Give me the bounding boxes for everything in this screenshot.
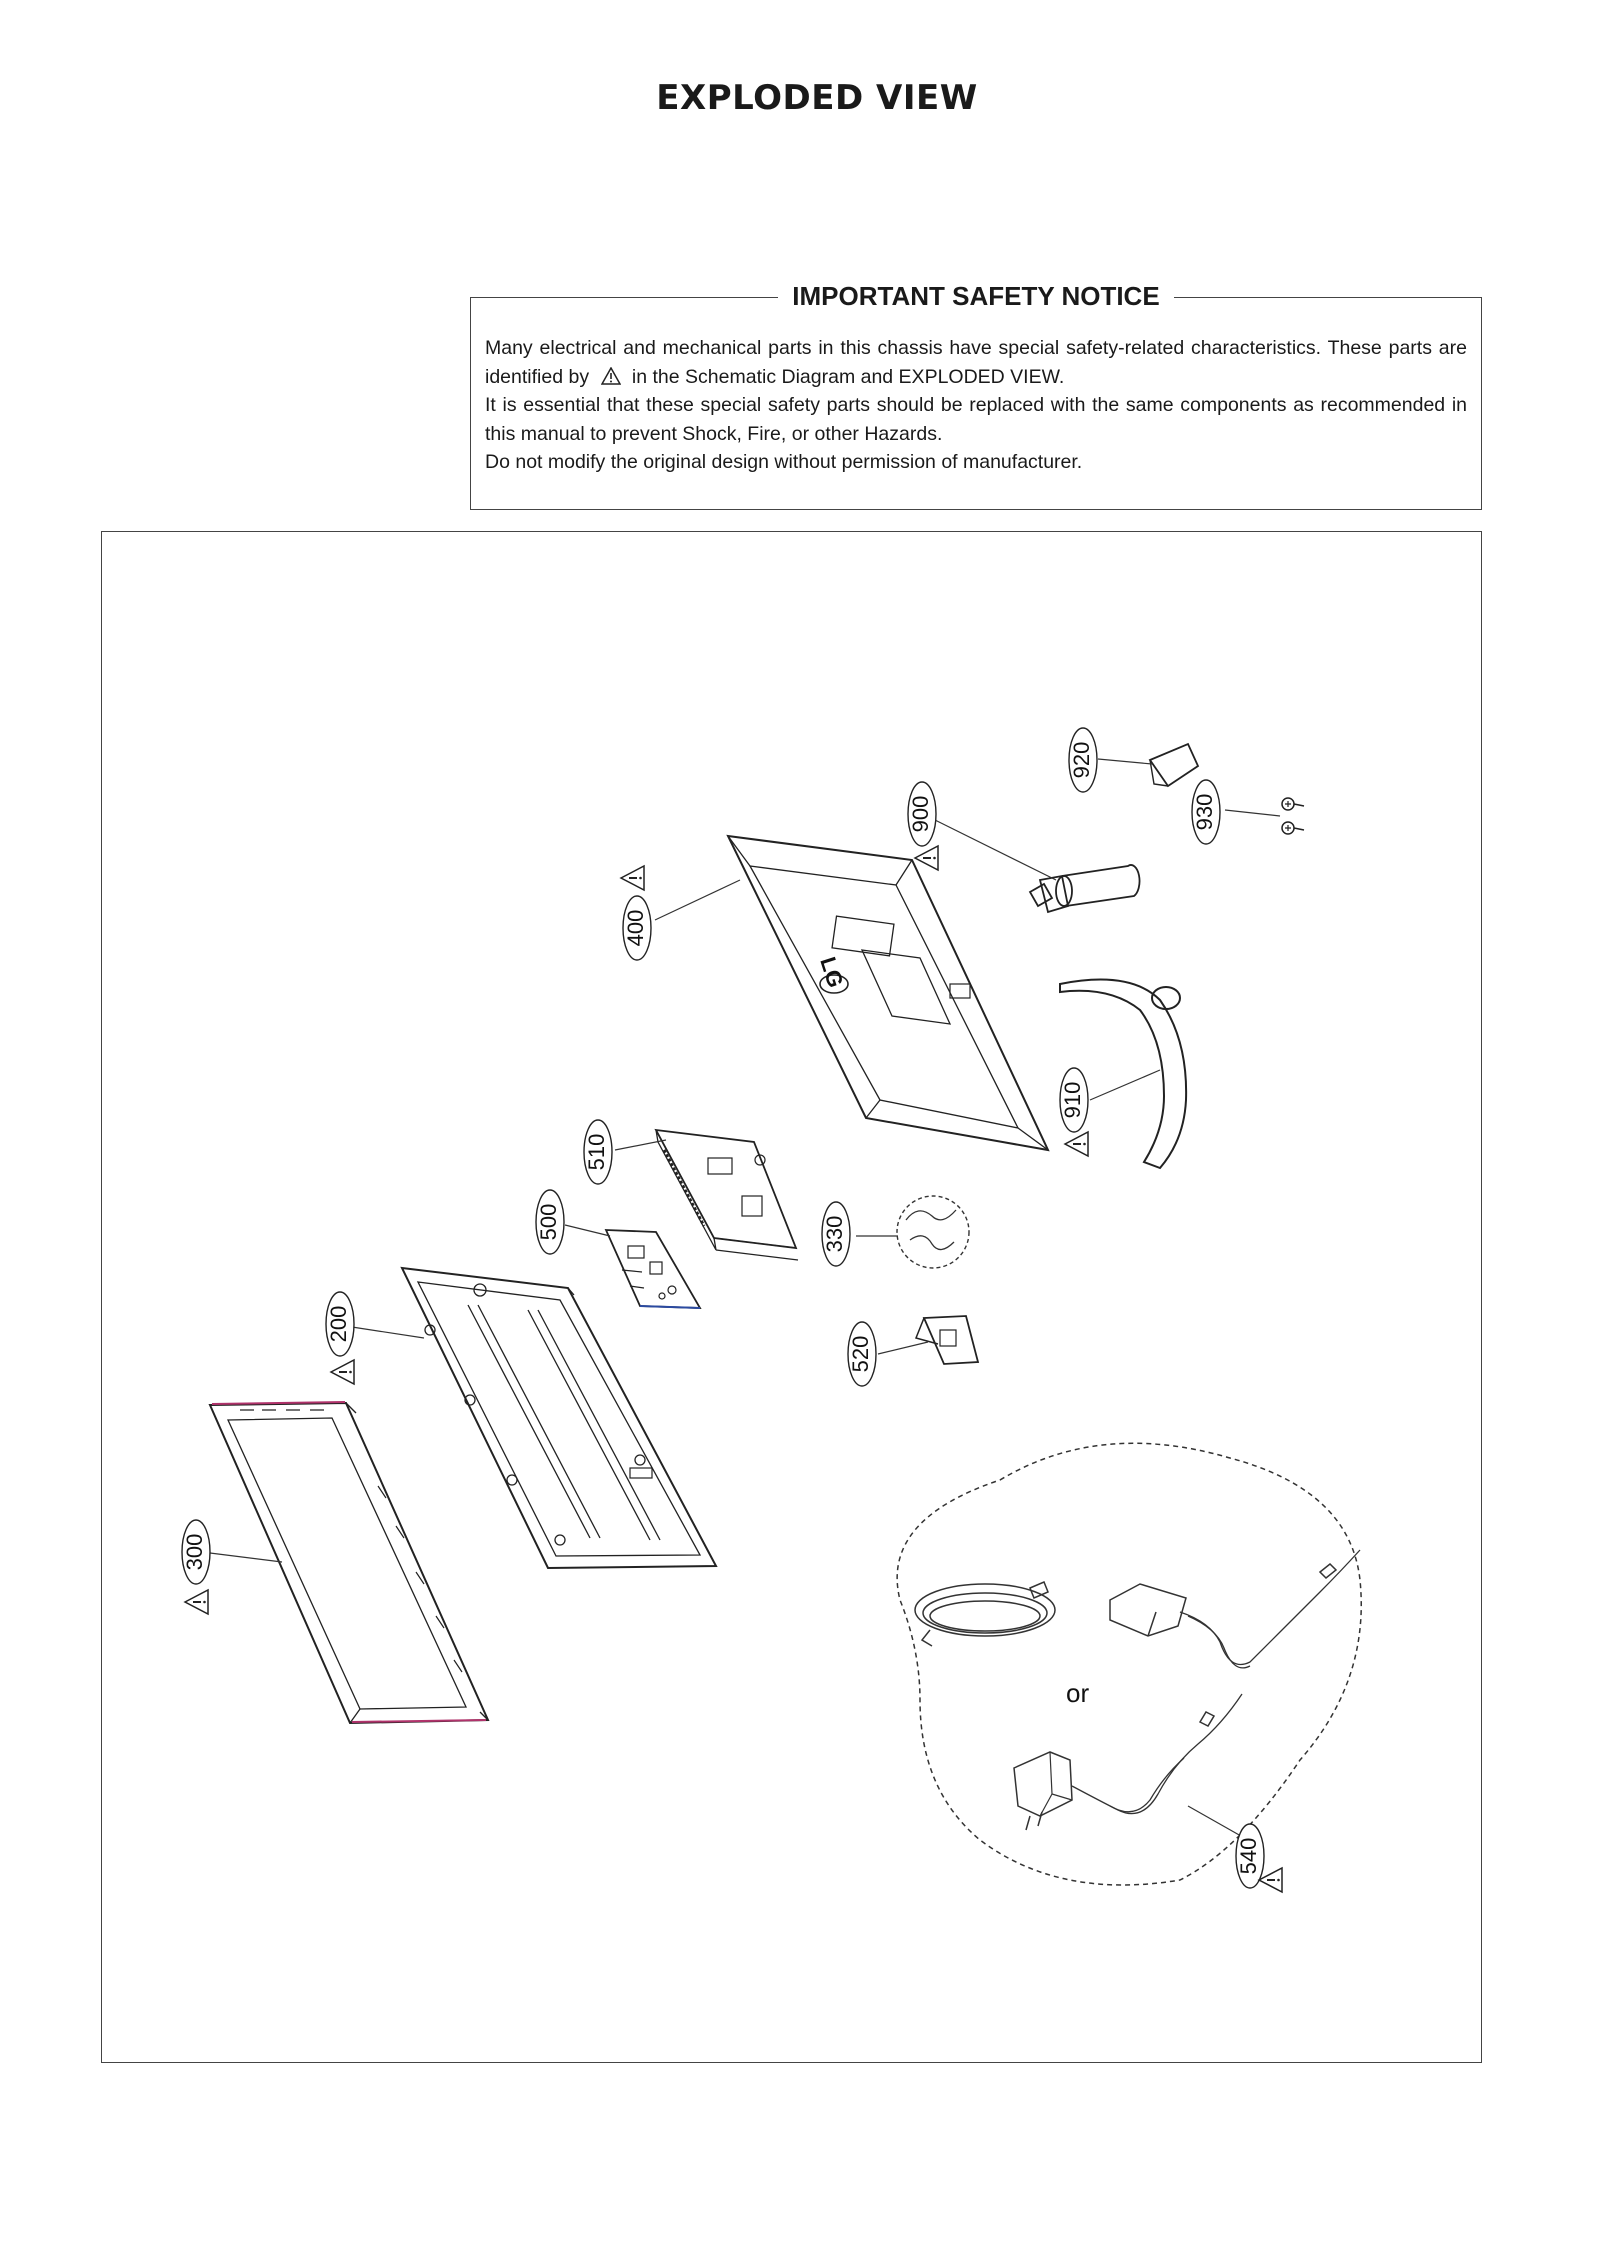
callout-400: 400 <box>622 895 652 961</box>
small-pcb-part <box>604 1229 702 1309</box>
svg-text:400: 400 <box>623 910 648 947</box>
warning-triangle-icon <box>330 1359 355 1385</box>
notice-line-1b: in the Schematic Diagram and EXPLODED VI… <box>631 365 1065 388</box>
warning-triangle-icon <box>1064 1131 1089 1157</box>
callout-930: 930 <box>1191 779 1221 845</box>
hinge-cover-part <box>1148 742 1200 788</box>
notice-line-2: It is essential that these special safet… <box>485 394 1467 445</box>
front-cabinet-part <box>208 1401 490 1725</box>
callout-520: 520 <box>847 1321 877 1387</box>
safety-notice-body: Many electrical and mechanical parts in … <box>485 334 1467 477</box>
notice-line-1: Many electrical and mechanical parts in … <box>485 337 1467 388</box>
leader-lines <box>209 758 1281 1841</box>
callout-330: 330 <box>821 1201 851 1267</box>
svg-text:900: 900 <box>908 796 933 833</box>
warning-triangle-icon <box>600 366 621 385</box>
screws-part <box>1281 797 1305 835</box>
warning-triangle-icon <box>620 865 645 891</box>
svg-text:300: 300 <box>182 1534 207 1571</box>
callout-510: 510 <box>583 1119 613 1185</box>
callout-910: 910 <box>1059 1067 1089 1133</box>
warning-triangle-icon <box>184 1589 209 1615</box>
or-label: or <box>1066 1678 1089 1708</box>
svg-text:540: 540 <box>1236 1838 1261 1875</box>
module-plate-part <box>400 1266 718 1570</box>
callout-920: 920 <box>1068 727 1098 793</box>
callout-500: 500 <box>535 1189 565 1255</box>
svg-text:520: 520 <box>848 1336 873 1373</box>
svg-text:330: 330 <box>822 1216 847 1253</box>
callout-900: 900 <box>907 781 937 847</box>
svg-text:920: 920 <box>1069 742 1094 779</box>
svg-text:500: 500 <box>536 1204 561 1241</box>
callout-540: 540 <box>1235 1823 1265 1889</box>
notice-line-3: Do not modify the original design withou… <box>485 451 1083 473</box>
exploded-view-frame <box>101 531 1482 2063</box>
safety-notice-box: IMPORTANT SAFETY NOTICE Many electrical … <box>470 281 1482 510</box>
stand-base-part <box>1059 978 1188 1170</box>
bracket-part <box>914 1315 980 1365</box>
svg-text:910: 910 <box>1060 1082 1085 1119</box>
speaker-cable-part <box>896 1195 970 1269</box>
svg-text:510: 510 <box>584 1134 609 1171</box>
safety-notice-title: IMPORTANT SAFETY NOTICE <box>778 281 1174 311</box>
page-title: EXPLODED VIEW <box>656 78 978 118</box>
stand-neck-part <box>1028 864 1141 914</box>
svg-text:200: 200 <box>326 1306 351 1343</box>
warning-triangle-icon <box>914 845 939 871</box>
callout-300: 300 <box>181 1519 211 1585</box>
main-board-part <box>654 1128 799 1261</box>
back-cover-part <box>726 834 1050 1152</box>
svg-text:930: 930 <box>1192 794 1217 831</box>
callout-200: 200 <box>325 1291 355 1357</box>
power-accessories-region <box>896 1442 1362 1886</box>
